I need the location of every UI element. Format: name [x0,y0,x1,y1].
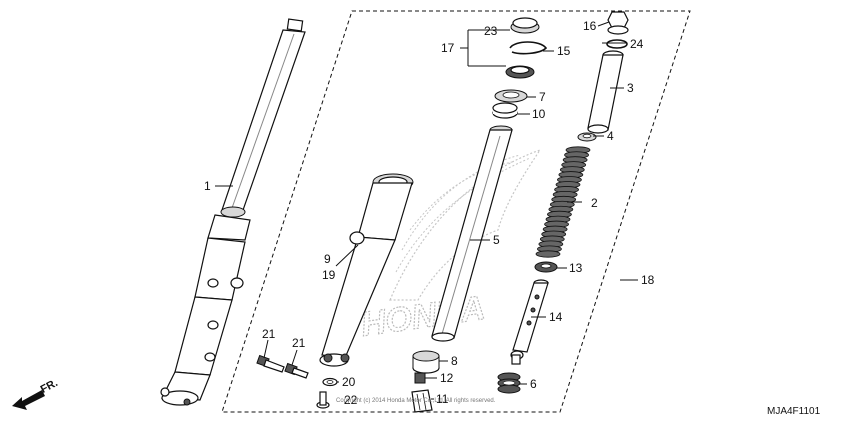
washer-20 [322,377,338,387]
callout-22: 22 [344,393,358,407]
clip-15 [509,41,548,55]
callout-21-b: 21 [292,336,306,350]
drawing-code: MJA4F1101 [767,406,821,417]
callout-19: 19 [322,268,336,282]
seal-23 [510,17,540,34]
callout-11: 11 [436,392,449,406]
part-12 [414,372,426,384]
bolt-21-a [256,354,285,373]
part-11 [411,389,433,413]
oring-24 [606,39,628,49]
callout-23: 23 [484,24,498,38]
callout-15: 15 [557,44,571,58]
front-direction-indicator: FR. [12,377,60,410]
callout-3: 3 [627,81,634,95]
callout-1: 1 [204,179,211,193]
spacer-3 [587,50,624,134]
callout-21-a: 21 [262,327,276,341]
callout-9: 9 [324,252,331,266]
callout-2: 2 [591,196,598,210]
callout-8: 8 [451,354,458,368]
spring-coil [535,250,561,258]
callout-4: 4 [607,129,614,143]
bushing-8 [412,350,440,374]
callout-7: 7 [539,90,546,104]
callout-20: 20 [342,375,356,389]
seal-17-lower [505,65,535,79]
callout-17: 17 [441,41,455,55]
callout-14: 14 [549,310,563,324]
piston-14 [510,279,549,365]
spring-2 [535,146,591,258]
front-direction-label: FR. [39,377,60,396]
callout-16: 16 [583,19,597,33]
seat-13 [534,261,558,273]
seat-4 [577,132,597,142]
bolt-22 [316,391,330,409]
washer-7 [494,89,528,103]
fork-leg-assembly [160,18,306,406]
spring-6 [497,372,521,394]
callout-6: 6 [530,377,537,391]
callout-18: 18 [641,273,655,287]
callout-13: 13 [569,261,583,275]
callout-5: 5 [493,233,500,247]
bolt-16 [607,11,629,35]
callout-12: 12 [440,371,454,385]
front-arrow-icon [12,390,45,410]
honda-watermark-text: HONDA [359,289,488,344]
fork-pipe [431,125,513,342]
bolt-21-b [284,362,309,379]
copyright-notice: Copyright (c) 2014 Honda Motor Co.,Ltd. … [336,398,496,404]
bushing-10 [492,102,518,119]
fork-slider [319,173,414,367]
callout-24: 24 [630,37,644,51]
subassembly-frame [221,10,691,413]
callout-10: 10 [532,107,546,121]
callout-labels: 1 2 3 4 5 6 7 8 9 10 11 12 13 14 15 16 1… [204,19,655,407]
leader-lines [215,21,638,400]
